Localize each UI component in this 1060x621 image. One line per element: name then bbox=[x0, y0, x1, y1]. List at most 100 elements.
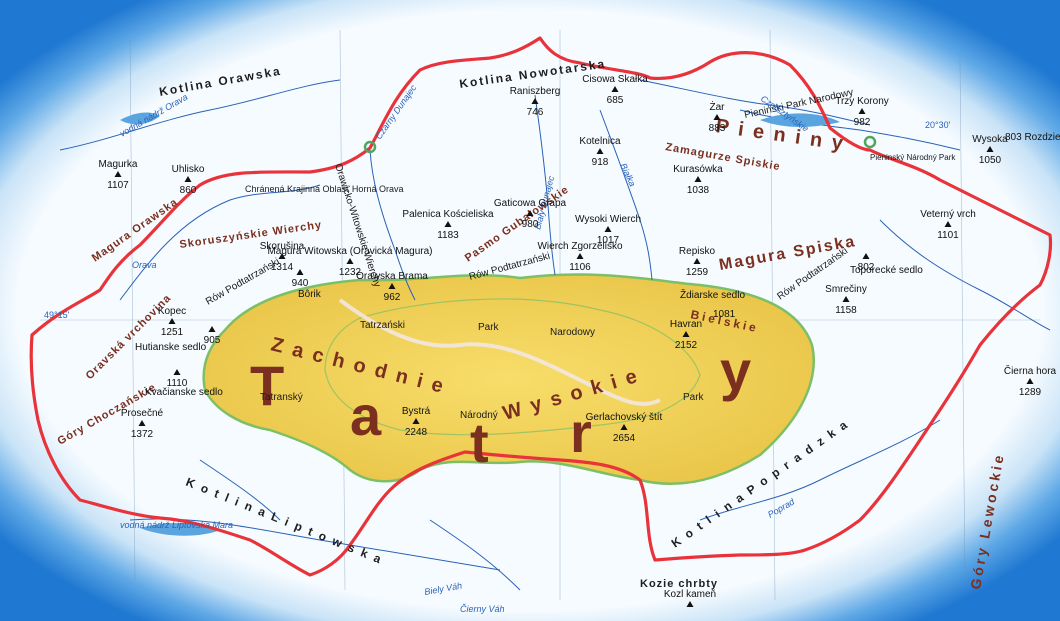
peak-triangle-icon bbox=[138, 420, 146, 426]
peak-altitude: 1107 bbox=[107, 180, 129, 191]
pass-label: Ždiarske sedlo bbox=[680, 288, 745, 301]
peak: Repisko 1259 bbox=[679, 246, 716, 278]
peak-name: Palenica Kościeliska bbox=[402, 209, 494, 220]
peak-name: Trzy Korony bbox=[835, 96, 889, 107]
peak-altitude: 1101 bbox=[937, 230, 959, 241]
pass-label: Hutianske sedlo bbox=[135, 342, 207, 353]
peak-name: Orawska Brama bbox=[356, 271, 428, 282]
mega-letter-t: t bbox=[470, 411, 489, 474]
park-word: Park bbox=[683, 392, 705, 403]
peak-name: Wierch Zgorzelisko bbox=[537, 241, 622, 252]
peak: 802 bbox=[858, 253, 875, 273]
peak-altitude: 802 bbox=[858, 262, 875, 273]
peak: Magura Witowska (Oravická Magura)1232 bbox=[267, 246, 432, 278]
peak-name: Cisowa Skałka bbox=[582, 74, 648, 85]
peak-triangle-icon bbox=[531, 98, 539, 104]
peak-triangle-icon bbox=[986, 146, 994, 152]
peak-triangle-icon bbox=[184, 176, 192, 182]
peak-triangle-icon bbox=[682, 331, 690, 337]
peak-altitude: 1372 bbox=[131, 429, 154, 440]
peak-triangle-icon bbox=[713, 114, 721, 120]
peak: Trzy Korony 982 bbox=[835, 96, 889, 128]
label-pieninsky-park: Pieninský Národný Park bbox=[870, 153, 956, 162]
peak-name: Čierna hora bbox=[1004, 364, 1057, 377]
peak-triangle-icon bbox=[611, 86, 619, 92]
peak-altitude: 918 bbox=[592, 157, 609, 168]
pass-label: 803 Rozdziele bbox=[1005, 132, 1060, 143]
peak-triangle-icon bbox=[444, 221, 452, 227]
park-word: Park bbox=[478, 322, 500, 333]
peak-name: Uhlisko bbox=[172, 164, 205, 175]
peak: Kotelnica 918 bbox=[579, 136, 621, 168]
peak: 1110 bbox=[167, 369, 188, 389]
peak: 940 bbox=[292, 269, 309, 289]
peak-triangle-icon bbox=[576, 253, 584, 259]
peak-name: Kozl kameň bbox=[664, 589, 716, 600]
peak-triangle-icon bbox=[604, 226, 612, 232]
peak-altitude: 2152 bbox=[675, 340, 698, 351]
peak-altitude: 1017 bbox=[597, 235, 620, 246]
peak: Gerlachovský štít 2654 bbox=[586, 412, 663, 444]
peak-triangle-icon bbox=[1026, 378, 1034, 384]
peak-name: Magura Witowska (Oravická Magura) bbox=[267, 246, 432, 257]
peak-altitude: 746 bbox=[527, 107, 544, 118]
label-kozie-chrbty: Kozie chrbty bbox=[640, 578, 718, 590]
peak-altitude: 1314 bbox=[271, 262, 294, 273]
peak-altitude: 2248 bbox=[405, 427, 428, 438]
peak-name: Gerlachovský štít bbox=[586, 412, 663, 423]
peak-triangle-icon bbox=[346, 258, 354, 264]
pass-label: Bôrik bbox=[298, 289, 322, 300]
peak-altitude: 940 bbox=[292, 278, 309, 289]
peak-name: Prosečné bbox=[121, 408, 164, 419]
peak-triangle-icon bbox=[862, 253, 870, 259]
peak-altitude: 860 bbox=[180, 185, 197, 196]
mega-letter-r: r bbox=[570, 401, 592, 464]
peak-triangle-icon bbox=[388, 283, 396, 289]
peak-altitude: 1259 bbox=[686, 267, 709, 278]
park-word: Národný bbox=[460, 410, 498, 421]
peak-name: Wysoka bbox=[972, 134, 1008, 145]
peak-triangle-icon bbox=[596, 148, 604, 154]
peak-triangle-icon bbox=[168, 318, 176, 324]
tatra-inner-border bbox=[324, 298, 701, 436]
peak-altitude: 2654 bbox=[613, 433, 636, 444]
pass-label: Kvačianske sedlo bbox=[145, 387, 223, 398]
latitude-label: 49°15' bbox=[44, 310, 70, 320]
peak-altitude: 883 bbox=[709, 123, 726, 134]
peak-triangle-icon bbox=[114, 171, 122, 177]
peak-altitude: 982 bbox=[854, 117, 871, 128]
peak-triangle-icon bbox=[694, 176, 702, 182]
peak-triangle-icon bbox=[620, 424, 628, 430]
reservoir-orava bbox=[120, 112, 160, 125]
peak-markers: Magurka1107Uhlisko860Skorušina1314940Mag… bbox=[99, 74, 1057, 607]
peak-triangle-icon bbox=[858, 108, 866, 114]
peak-triangle-icon bbox=[412, 418, 420, 424]
peak: Prosečné 1372 bbox=[121, 408, 164, 440]
mega-letter-a: a bbox=[350, 384, 382, 447]
peak-name: Smrečiny bbox=[825, 284, 867, 295]
peak: 905 bbox=[204, 326, 221, 346]
peak-name: Kotelnica bbox=[579, 136, 621, 147]
peak-triangle-icon bbox=[278, 253, 286, 259]
peak-name: Gaticowa Grapa bbox=[494, 198, 567, 209]
park-word: Tatranský bbox=[260, 392, 303, 403]
mega-letter-y: y bbox=[720, 339, 751, 402]
river-label: vodná nádrž Liptovská Mara bbox=[120, 520, 233, 530]
mega-letter-T: T bbox=[250, 354, 284, 417]
park-word: Tatrzański bbox=[360, 320, 405, 331]
peak-name: Kopec bbox=[158, 306, 186, 317]
peak-name: Repisko bbox=[679, 246, 716, 257]
pass-label: Toporecké sedlo bbox=[850, 265, 923, 276]
peak-altitude: 1158 bbox=[835, 305, 857, 316]
peak-name: Veterný vrch bbox=[920, 209, 976, 220]
peak-triangle-icon bbox=[686, 601, 694, 607]
